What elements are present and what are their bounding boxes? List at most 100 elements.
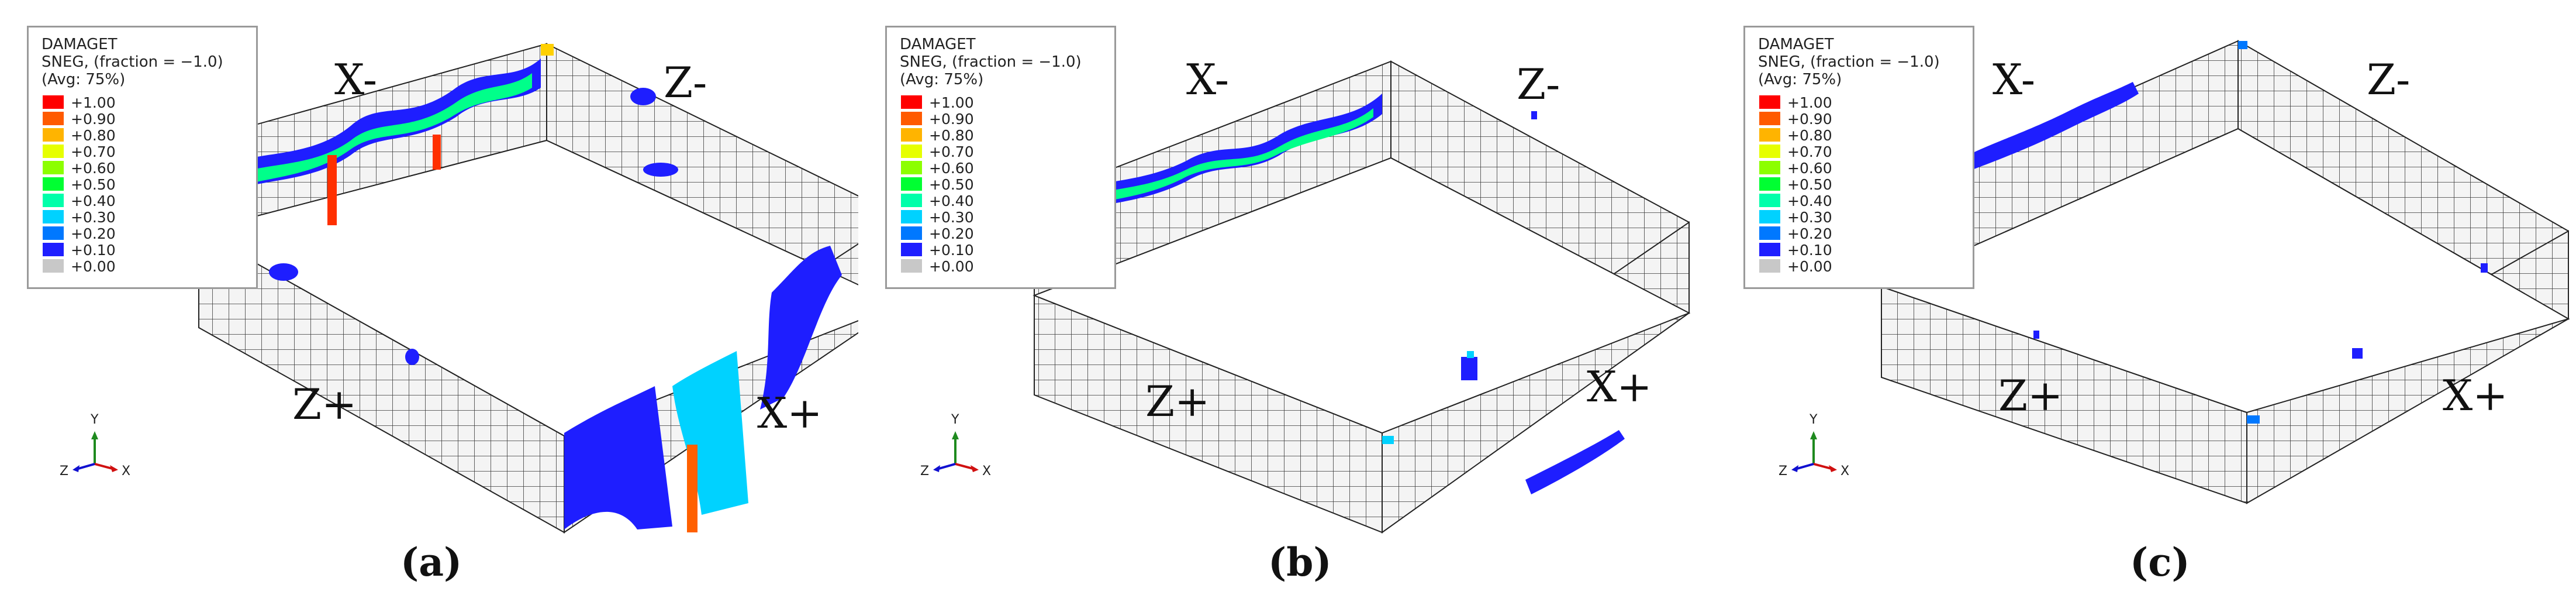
legend-swatch: [43, 161, 64, 174]
legend-swatch: [901, 95, 922, 109]
axis-triad-a: Y Z X: [58, 412, 134, 489]
damage-crack-xminus-1: [327, 155, 337, 225]
legend-value: +1.00: [71, 94, 116, 111]
legend-subtitle: SNEG, (fraction = −1.0): [900, 53, 1082, 71]
legend-value: +0.40: [929, 192, 974, 209]
color-legend-b: DAMAGET SNEG, (fraction = −1.0) (Avg: 75…: [885, 26, 1116, 289]
damage-zone-xplus-2: [760, 246, 842, 410]
top-opening: [1033, 157, 1691, 434]
legend-value: +0.00: [71, 258, 116, 275]
axis-label-y: Y: [951, 412, 959, 427]
legend-value: +1.00: [1787, 94, 1832, 111]
mesh-model-a: [197, 43, 858, 534]
legend-swatch: [901, 161, 922, 174]
damage-spot-zminus-2: [643, 163, 678, 177]
mesh-model-b: [985, 60, 1691, 534]
damage-spot-zminus: [630, 88, 656, 105]
legend-swatch: [1759, 95, 1780, 109]
axis-label-y: Y: [1810, 412, 1818, 427]
damage-spot-corner: [1382, 436, 1394, 444]
face-label-x-minus: X-: [334, 55, 378, 104]
legend-swatch: [43, 95, 64, 109]
legend-value: +1.00: [929, 94, 974, 111]
legend-swatch: [901, 112, 922, 125]
color-legend-a: DAMAGET SNEG, (fraction = −1.0) (Avg: 75…: [27, 26, 258, 289]
legend-value: +0.50: [71, 176, 116, 193]
legend-value: +0.00: [1787, 258, 1832, 275]
panel-b: X- Z- Z+ X+ (b): [859, 0, 1717, 595]
legend-subtitle: SNEG, (fraction = −1.0): [42, 53, 223, 71]
wall-z-minus: [546, 43, 858, 286]
color-legend-c: DAMAGET SNEG, (fraction = −1.0) (Avg: 75…: [1743, 26, 1974, 289]
legend-value: +0.20: [929, 225, 974, 242]
axis-label-x: X: [122, 464, 131, 479]
damage-spot-corner: [2247, 415, 2260, 424]
face-label-z-plus: Z+: [1145, 377, 1210, 426]
legend-swatch: [1759, 243, 1780, 256]
axis-triad-icon: [933, 431, 979, 472]
face-label-z-minus: Z-: [664, 58, 707, 107]
damage-zone-xplus: [564, 386, 672, 529]
damage-zone-xplus: [1525, 430, 1625, 494]
legend-average: (Avg: 75%): [42, 71, 126, 88]
legend-average: (Avg: 75%): [900, 71, 984, 88]
legend-swatch: [43, 243, 64, 256]
top-opening: [1880, 128, 2570, 414]
legend-swatch: [43, 112, 64, 125]
damage-spot-zplus: [269, 263, 298, 281]
legend-swatch: [901, 226, 922, 240]
legend-swatch: [43, 145, 64, 158]
legend-swatch: [901, 145, 922, 158]
legend-value: +0.90: [929, 111, 974, 128]
damage-spot-xplus: [1461, 357, 1477, 380]
legend-swatch: [1759, 194, 1780, 207]
legend-swatch: [901, 194, 922, 207]
legend-swatch: [901, 259, 922, 273]
legend-value: +0.80: [71, 127, 116, 144]
damage-corner-a: [541, 44, 554, 56]
axis-label-z: Z: [920, 464, 930, 479]
legend-swatch: [1759, 259, 1780, 273]
legend-title: DAMAGET: [42, 36, 118, 53]
legend-swatch: [1759, 112, 1780, 125]
legend-swatch: [901, 128, 922, 142]
face-label-z-minus: Z-: [2367, 55, 2411, 104]
legend-value: +0.30: [929, 209, 974, 226]
damage-spot-xplus-2: [2481, 263, 2488, 273]
legend-value: +0.50: [929, 176, 974, 193]
axis-triad-icon: [1791, 431, 1837, 472]
face-label-z-plus: Z+: [1998, 371, 2063, 420]
legend-swatch: [1759, 226, 1780, 240]
legend-swatch: [1759, 177, 1780, 191]
legend-value: +0.10: [71, 242, 116, 259]
legend-swatch: [43, 194, 64, 207]
panel-a: X- Z- Z+ X+ (a): [0, 0, 858, 595]
legend-swatch: [43, 259, 64, 273]
legend-value: +0.90: [1787, 111, 1832, 128]
panel-caption: (a): [400, 539, 462, 585]
legend-swatch: [901, 243, 922, 256]
face-label-x-minus: X-: [1186, 55, 1230, 104]
damage-spot-xplus: [2352, 348, 2363, 359]
legend-value: +0.20: [71, 225, 116, 242]
legend-title: DAMAGET: [900, 36, 976, 53]
legend-value: +0.40: [1787, 192, 1832, 209]
damage-zone-xminus: [1952, 82, 2139, 176]
axis-label-y: Y: [91, 412, 99, 427]
legend-value: +0.20: [1787, 225, 1832, 242]
legend-swatch: [1759, 145, 1780, 158]
legend-value: +0.60: [929, 160, 974, 177]
panel-caption: (c): [2130, 539, 2190, 585]
legend-value: +0.50: [1787, 176, 1832, 193]
legend-swatch: [1759, 161, 1780, 174]
legend-value: +0.10: [929, 242, 974, 259]
axis-triad-c: Y Z X: [1777, 412, 1853, 489]
axis-triad-b: Y Z X: [919, 412, 995, 489]
legend-value: +0.40: [71, 192, 116, 209]
legend-value: +0.80: [929, 127, 974, 144]
legend-value: +0.70: [929, 143, 974, 160]
legend-swatch: [901, 210, 922, 223]
legend-swatch: [43, 210, 64, 223]
face-label-x-plus: X+: [757, 388, 823, 438]
axis-label-z: Z: [60, 464, 69, 479]
